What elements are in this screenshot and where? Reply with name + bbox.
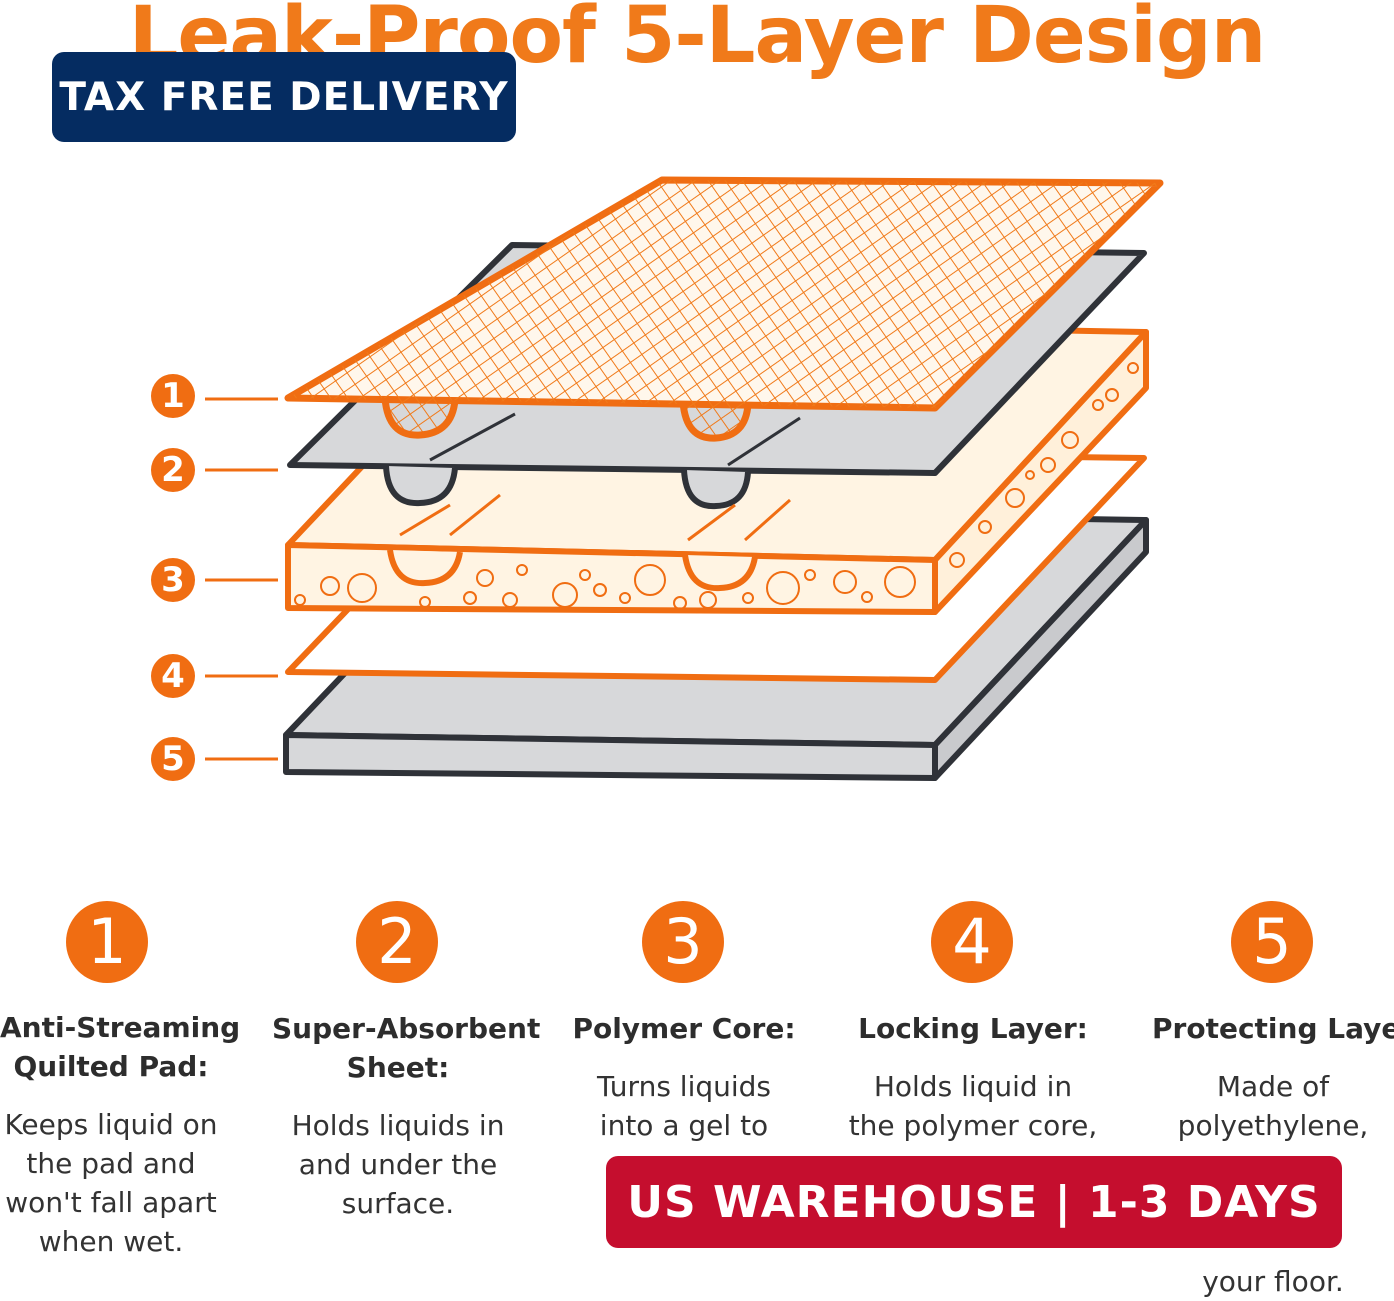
desc-line: the pad and bbox=[26, 1147, 196, 1180]
layer-number-3: 3 bbox=[642, 901, 724, 983]
desc-line: won't fall apart bbox=[5, 1186, 217, 1219]
desc-line: Holds liquids in bbox=[291, 1109, 505, 1142]
marker-5: 5 bbox=[151, 737, 195, 781]
layer-number-4: 4 bbox=[931, 901, 1013, 983]
layer-2-heading: Super-Absorbent Sheet: bbox=[272, 1009, 541, 1087]
layer-5-description-tail: your floor. bbox=[1152, 1262, 1394, 1301]
desc-line: Holds liquid in bbox=[873, 1070, 1073, 1103]
layer-5-description: Made of polyethylene, bbox=[1152, 1067, 1394, 1145]
desc-line: and under the bbox=[298, 1148, 498, 1181]
desc-line: surface. bbox=[341, 1187, 455, 1220]
layer-2-description: Holds liquids in and under the surface. bbox=[272, 1106, 524, 1223]
marker-4: 4 bbox=[151, 654, 195, 698]
layer-number-2: 2 bbox=[356, 901, 438, 983]
marker-3: 3 bbox=[151, 558, 195, 602]
desc-line: when wet. bbox=[38, 1225, 184, 1258]
desc-line: your floor. bbox=[1202, 1265, 1344, 1298]
layer-4-info: Locking Layer: Holds liquid in the polym… bbox=[845, 1009, 1101, 1145]
desc-line: polyethylene, bbox=[1177, 1109, 1369, 1142]
layer-number-5: 5 bbox=[1231, 901, 1313, 983]
layer-5-heading: Protecting Layer: bbox=[1152, 1009, 1394, 1048]
heading-line: Protecting Layer: bbox=[1152, 1012, 1394, 1045]
layer-3-info: Polymer Core: Turns liquids into a gel t… bbox=[570, 1009, 798, 1145]
heading-line: Sheet: bbox=[346, 1051, 450, 1084]
tax-free-badge: TAX FREE DELIVERY bbox=[52, 52, 516, 142]
desc-line: Turns liquids bbox=[596, 1070, 772, 1103]
heading-line: Polymer Core: bbox=[572, 1012, 796, 1045]
desc-line: into a gel to bbox=[599, 1109, 769, 1142]
desc-line: the polymer core, bbox=[848, 1109, 1098, 1142]
layer-3-description: Turns liquids into a gel to bbox=[570, 1067, 798, 1145]
heading-line: Super-Absorbent bbox=[272, 1012, 541, 1045]
layer-4-heading: Locking Layer: bbox=[845, 1009, 1101, 1048]
layer-3-heading: Polymer Core: bbox=[570, 1009, 798, 1048]
layer-2-info: Super-Absorbent Sheet: Holds liquids in … bbox=[272, 1009, 541, 1223]
layer-5-info: Protecting Layer: Made of polyethylene, bbox=[1152, 1009, 1394, 1145]
layer-diagram bbox=[205, 176, 1164, 781]
layer-1-quilted-pad bbox=[284, 176, 1164, 442]
us-warehouse-banner: US WAREHOUSE | 1-3 DAYS bbox=[606, 1156, 1342, 1248]
layer-1-description: Keeps liquid on the pad and won't fall a… bbox=[0, 1105, 222, 1261]
layer-1-info: Anti-Streaming Quilted Pad: Keeps liquid… bbox=[0, 1008, 241, 1261]
desc-line: Made of bbox=[1216, 1070, 1330, 1103]
desc-line: Keeps liquid on bbox=[4, 1108, 218, 1141]
layer-4-description: Holds liquid in the polymer core, bbox=[845, 1067, 1101, 1145]
marker-1: 1 bbox=[151, 374, 195, 418]
layer-1-heading: Anti-Streaming Quilted Pad: bbox=[0, 1008, 241, 1086]
heading-line: Quilted Pad: bbox=[13, 1050, 209, 1083]
marker-2: 2 bbox=[151, 448, 195, 492]
heading-line: Locking Layer: bbox=[858, 1012, 1088, 1045]
layer-number-1: 1 bbox=[66, 901, 148, 983]
heading-line: Anti-Streaming bbox=[0, 1011, 241, 1044]
